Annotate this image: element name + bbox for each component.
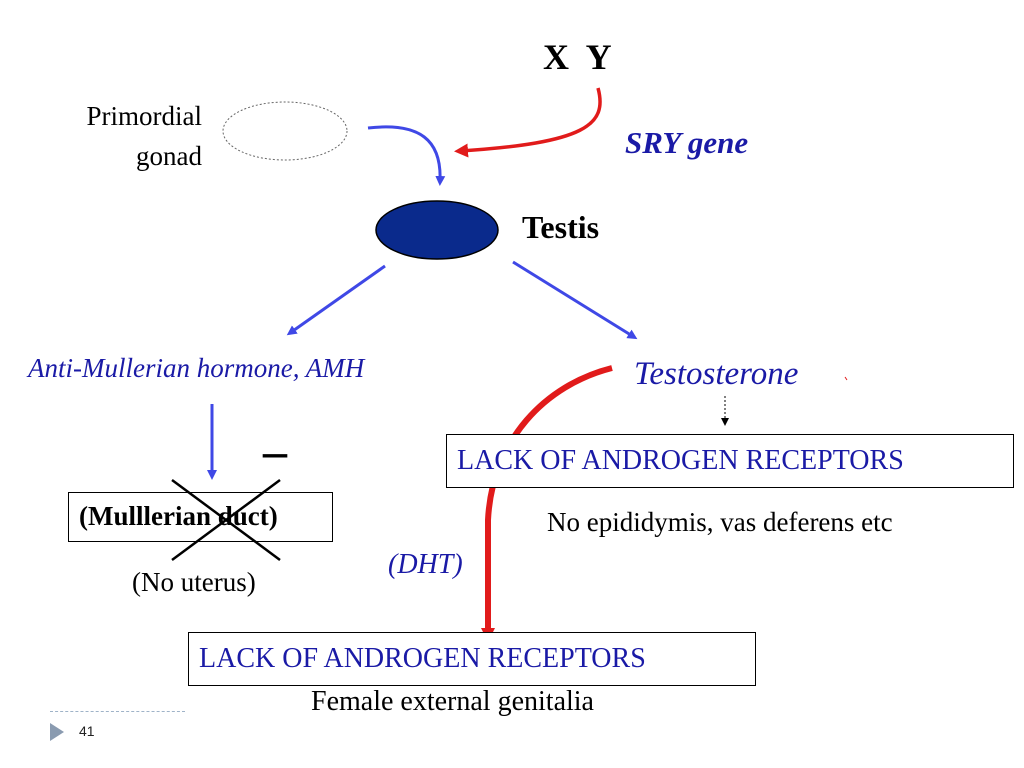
dht-label: (DHT) [388,549,463,580]
receptors-box-top: LACK OF ANDROGEN RECEPTORS [446,434,1014,488]
cross-line-2 [171,478,281,562]
sry-arrow [454,87,602,158]
sry-gene-label: SRY gene [625,125,749,160]
dht-arrow [481,365,613,642]
testosterone-label: Testosterone [634,356,799,392]
testis-label: Testis [522,209,600,245]
female-genitalia-label: Female external genitalia [311,686,594,717]
footer-triangle-icon [50,723,64,741]
receptors-top-label: LACK OF ANDROGEN RECEPTORS [457,445,904,476]
slide-number: 41 [79,723,95,739]
amh-label: Anti-Mullerian hormone, AMH [28,353,365,383]
receptors-bottom-label: LACK OF ANDROGEN RECEPTORS [199,643,646,674]
receptors-box-bottom: LACK OF ANDROGEN RECEPTORS [188,632,756,686]
no-epididymis-label: No epididymis, vas deferens etc [547,507,893,537]
primordial-gonad-shape [222,101,348,161]
footer-divider [50,711,185,712]
testis-to-amh-arrow [286,264,386,336]
testis-shape [375,200,499,260]
inhibition-minus-sign: – [263,425,287,478]
no-uterus-label: (No uterus) [132,567,256,597]
red-tick-mark [844,376,848,381]
xy-chromosomes-label: X Y [543,37,612,77]
testis-to-testosterone-arrow [512,260,638,340]
gonad-to-testis-arrow [367,125,446,186]
primordial-label-line2: gonad [136,141,202,171]
primordial-gonad-label: Primordial gonad [50,96,203,176]
primordial-label-line1: Primordial [86,101,203,131]
